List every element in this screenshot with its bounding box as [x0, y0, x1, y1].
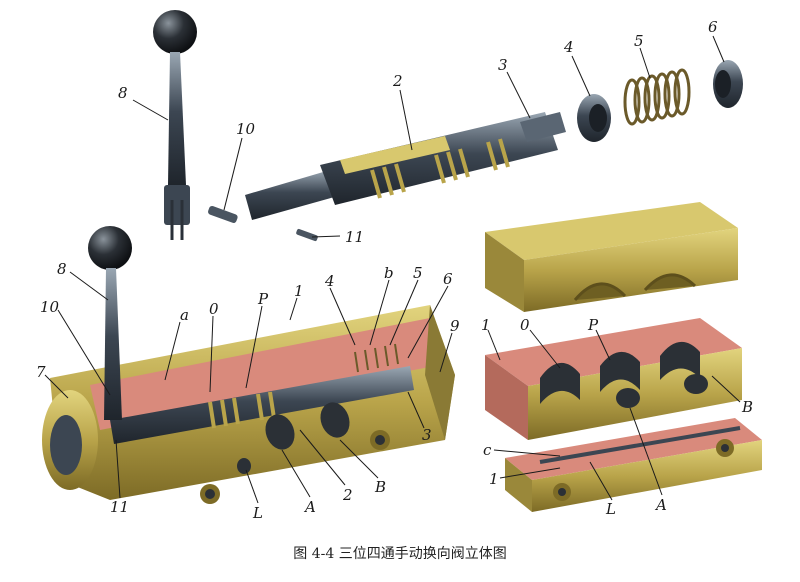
middle-block [485, 318, 742, 440]
spring-part-5 [623, 68, 691, 126]
label-asm-4: 4 [324, 272, 335, 290]
label-asm-6: 6 [443, 270, 453, 288]
label-top-3: 3 [498, 56, 508, 74]
cap-part-6 [713, 60, 743, 108]
assembled-leaders [44, 271, 453, 504]
label-asm-7: 7 [36, 363, 46, 381]
label-body-1b: 1 [489, 470, 499, 488]
label-asm-b: b [384, 264, 394, 282]
assembled-valve [42, 226, 455, 504]
base-block [505, 418, 762, 512]
label-top-5: 5 [634, 32, 644, 50]
label-top-6: 6 [708, 18, 718, 36]
rod-part-3 [520, 112, 566, 142]
pin-part-11 [296, 228, 318, 242]
seat-part-4 [577, 94, 611, 142]
label-body-0: 0 [520, 316, 530, 334]
spool-part-2 [245, 112, 558, 220]
label-body-P: P [587, 316, 599, 334]
label-body-1: 1 [481, 316, 491, 334]
lever-handle-part-8 [153, 10, 197, 240]
top-leaders [132, 35, 725, 238]
label-asm-9: 9 [450, 317, 460, 335]
label-asm-2: 2 [342, 486, 353, 504]
body-leaders [487, 329, 741, 501]
label-body-c: c [483, 441, 492, 459]
label-asm-a: a [180, 306, 189, 324]
pin-part-10 [208, 205, 238, 223]
label-asm-0: 0 [209, 300, 219, 318]
label-asm-L: L [252, 504, 263, 522]
label-asm-1: 1 [294, 282, 304, 300]
label-body-A: A [654, 496, 667, 514]
label-body-L: L [605, 500, 616, 518]
label-asm-5: 5 [413, 264, 423, 282]
label-asm-3: 3 [422, 426, 432, 444]
label-asm-8: 8 [57, 260, 67, 278]
label-top-11: 11 [345, 228, 364, 246]
label-top-10: 10 [236, 120, 256, 138]
label-asm-11: 11 [110, 498, 129, 516]
cover-block [485, 202, 738, 312]
label-body-B: B [741, 398, 753, 416]
label-asm-B: B [374, 478, 386, 496]
label-top-2: 2 [392, 72, 403, 90]
label-asm-A: A [303, 498, 316, 516]
label-asm-P: P [257, 290, 269, 308]
label-top-8: 8 [118, 84, 128, 102]
figure-caption: 图 4-4 三位四通手动换向阀立体图 [293, 546, 507, 562]
label-asm-10: 10 [40, 298, 60, 316]
label-top-4: 4 [563, 38, 574, 56]
